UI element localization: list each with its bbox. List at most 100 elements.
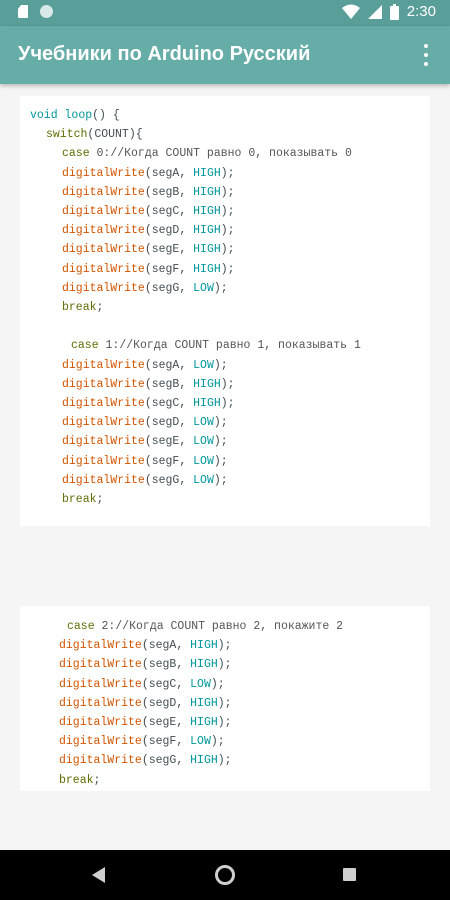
code-token: LOW [193,358,214,372]
code-token: HIGH [190,716,218,729]
code-token: ); [217,754,232,768]
code-line: digitalWrite(segG, LOW); [62,471,228,490]
code-token: (segA, [144,166,194,180]
code-token: HIGH [193,224,221,238]
code-token: (segG, [141,754,191,768]
code-token: LOW [193,454,214,468]
code-token: (segF, [144,262,194,276]
code-line: switch(COUNT){ [46,125,143,144]
code-line: digitalWrite(segE, LOW); [62,432,228,451]
code-token: HIGH [190,658,218,672]
code-token: (segE, [141,716,191,729]
code-line: digitalWrite(segC, LOW); [59,675,225,694]
code-token: (segA, [144,358,194,372]
code-token: 0://Когда COUNT равно 0, показывать 0 [89,147,352,161]
code-token: break [62,301,97,314]
code-line: break; [62,490,103,509]
code-token: ); [217,658,232,672]
code-line: case 0://Когда COUNT равно 0, показывать… [62,144,352,163]
code-token: HIGH [193,243,221,257]
code-token: digitalWrite [62,205,145,218]
code-token: ); [217,696,232,710]
code-token: HIGH [193,262,221,276]
code-token: HIGH [193,205,221,218]
code-token: digitalWrite [62,454,145,468]
code-token: ); [220,397,235,410]
code-token: digitalWrite [62,377,145,391]
app-bar: Учебники по Arduino Русский [0,26,450,84]
code-token: ); [213,454,228,468]
code-token: (segC, [144,205,194,218]
code-block-1: void loop() {switch(COUNT){case 0://Когд… [20,96,430,526]
code-token: break [59,773,94,787]
signal-icon [367,4,382,19]
code-line: digitalWrite(segA, HIGH); [62,164,235,183]
code-token: 1://Когда COUNT равно 1, показывать 1 [98,339,361,353]
code-token: ); [220,262,235,276]
code-token: digitalWrite [59,639,142,653]
code-token: digitalWrite [62,397,145,410]
code-line: digitalWrite(segG, LOW); [62,279,228,298]
code-line: digitalWrite(segF, HIGH); [62,260,235,279]
code-token: digitalWrite [59,716,142,729]
code-token: (segE, [144,243,194,257]
code-token: ); [217,716,232,729]
code-token: switch [46,128,88,142]
code-token: digitalWrite [62,435,145,449]
code-line: digitalWrite(segB, HIGH); [59,655,232,674]
code-line: digitalWrite(segB, HIGH); [62,183,235,202]
code-token: ); [220,377,235,391]
code-token: (segF, [141,735,191,749]
code-token: (segD, [144,224,194,238]
code-token: LOW [193,416,214,430]
code-line: digitalWrite(segB, HIGH); [62,375,235,394]
back-icon[interactable] [92,867,105,883]
home-icon[interactable] [215,865,235,885]
recent-apps-icon[interactable] [343,868,356,881]
code-token: HIGH [193,377,221,391]
code-token: 2://Когда COUNT равно 2, покажите 2 [94,620,344,633]
code-token: (segC, [144,397,194,410]
code-token: (segG, [144,281,194,295]
code-token: (segB, [144,185,194,199]
sd-card-icon [18,5,28,18]
code-token: (segB, [141,658,191,672]
code-token: digitalWrite [59,658,142,672]
code-token: digitalWrite [62,262,145,276]
navigation-bar [0,850,450,900]
code-token: digitalWrite [62,224,145,238]
code-token: loop [64,109,93,122]
content-area[interactable]: void loop() {switch(COUNT){case 0://Когд… [0,84,450,850]
code-line: digitalWrite(segA, HIGH); [59,636,232,655]
code-line: break; [59,771,100,790]
code-token: ; [96,301,104,314]
code-token: ); [220,205,235,218]
more-vert-icon[interactable] [414,42,438,68]
code-token: digitalWrite [59,754,142,768]
code-token: ); [213,416,228,430]
code-token: void [30,109,58,122]
code-token: case [62,147,90,161]
code-line: digitalWrite(segE, HIGH); [59,713,232,732]
code-token: LOW [193,435,214,449]
code-token: digitalWrite [62,416,145,430]
code-token: digitalWrite [62,473,145,487]
code-token: digitalWrite [59,735,142,749]
code-token: ; [96,493,104,506]
code-token: (segG, [144,473,194,487]
code-token [58,109,65,122]
code-token: LOW [190,735,211,749]
code-token: digitalWrite [62,185,145,199]
code-token: digitalWrite [59,696,142,710]
code-token: HIGH [193,185,221,199]
code-line: digitalWrite(segF, LOW); [59,732,225,751]
code-token: digitalWrite [62,243,145,257]
code-token: case [71,339,99,353]
code-token: HIGH [190,696,218,710]
code-token: (segD, [141,696,191,710]
code-token: digitalWrite [62,281,145,295]
code-token: ); [210,735,225,749]
code-token: ; [93,773,101,787]
code-token: ); [220,166,235,180]
code-token: ); [213,281,228,295]
